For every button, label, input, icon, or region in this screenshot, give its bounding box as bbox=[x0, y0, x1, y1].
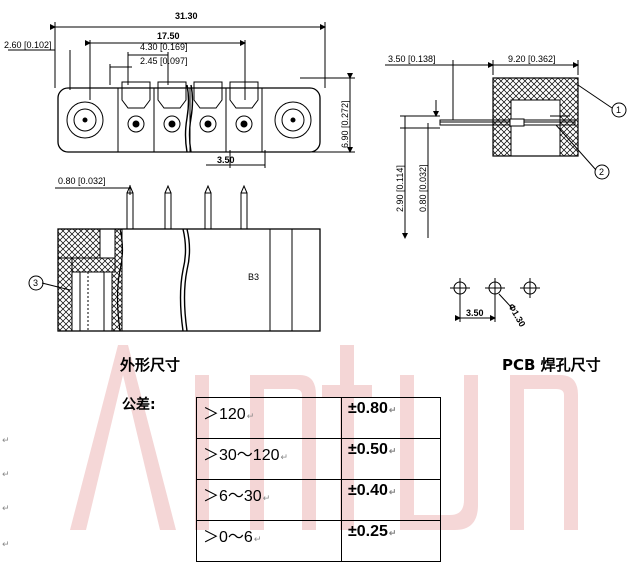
table-row: ＞30～120↵ ±0.50↵ bbox=[196, 438, 441, 480]
dim-pitch-b: 2.45 [0.097] bbox=[140, 56, 188, 66]
tolerance-value-cell: ±0.25↵ bbox=[341, 520, 441, 562]
pcb-hole-pattern bbox=[450, 278, 540, 322]
dim-height: 6.90 [0.272] bbox=[340, 100, 350, 148]
pcb-hole-heading: PCB 焊孔尺寸 bbox=[502, 356, 601, 374]
tolerance-range-cell: ＞6～30↵ bbox=[196, 479, 342, 521]
table-row: ＞120↵ ±0.80↵ bbox=[196, 397, 441, 439]
front-view bbox=[28, 184, 321, 332]
dim-pitch-a: 4.30 [0.169] bbox=[140, 42, 188, 52]
dim-pin-pitch: 3.50 bbox=[217, 155, 235, 165]
dim-side-d: 0.80 [0.032] bbox=[418, 164, 428, 212]
para-mark: ↵ bbox=[2, 504, 10, 514]
dim-pin-length: 0.80 [0.032] bbox=[58, 176, 106, 186]
dim-pcb-hole: Φ1.30 bbox=[506, 302, 527, 329]
tolerance-range-cell: ＞120↵ bbox=[196, 397, 342, 439]
dim-side-a: 3.50 [0.138] bbox=[388, 54, 436, 64]
part-mark: B3 bbox=[248, 272, 259, 282]
tolerance-value-cell: ±0.80↵ bbox=[341, 397, 441, 439]
tolerance-value-cell: ±0.50↵ bbox=[341, 438, 441, 480]
callout-1: 1 bbox=[616, 105, 621, 115]
para-mark: ↵ bbox=[2, 540, 10, 550]
tolerance-range-cell: ＞30～120↵ bbox=[196, 438, 342, 480]
tolerance-label: 公差: bbox=[122, 397, 156, 413]
para-mark: ↵ bbox=[2, 470, 10, 480]
tolerance-value-cell: ±0.40↵ bbox=[341, 479, 441, 521]
table-row: ＞0～6↵ ±0.25↵ bbox=[196, 520, 441, 562]
tolerance-range-cell: ＞0～6↵ bbox=[196, 520, 342, 562]
dim-overall-length: 31.30 bbox=[175, 11, 198, 21]
table-row: ＞6～30↵ ±0.40↵ bbox=[196, 479, 441, 521]
dim-pcb-pitch: 3.50 bbox=[466, 308, 484, 318]
side-view bbox=[385, 60, 627, 239]
callout-3: 3 bbox=[33, 278, 38, 288]
para-mark: ↵ bbox=[2, 436, 10, 446]
dim-span: 17.50 bbox=[157, 31, 180, 41]
dim-left-offset: 2.60 [0.102] bbox=[4, 40, 52, 50]
tolerance-table: ＞120↵ ±0.80↵ ＞30～120↵ ±0.50↵ ＞6～30↵ ±0.4… bbox=[196, 397, 441, 562]
outline-dimensions-heading: 外形尺寸 bbox=[120, 356, 181, 374]
callout-2: 2 bbox=[599, 167, 604, 177]
dim-side-b: 9.20 [0.362] bbox=[508, 54, 556, 64]
top-view bbox=[8, 22, 355, 168]
dim-side-c: 2.90 [0.114] bbox=[395, 165, 405, 212]
